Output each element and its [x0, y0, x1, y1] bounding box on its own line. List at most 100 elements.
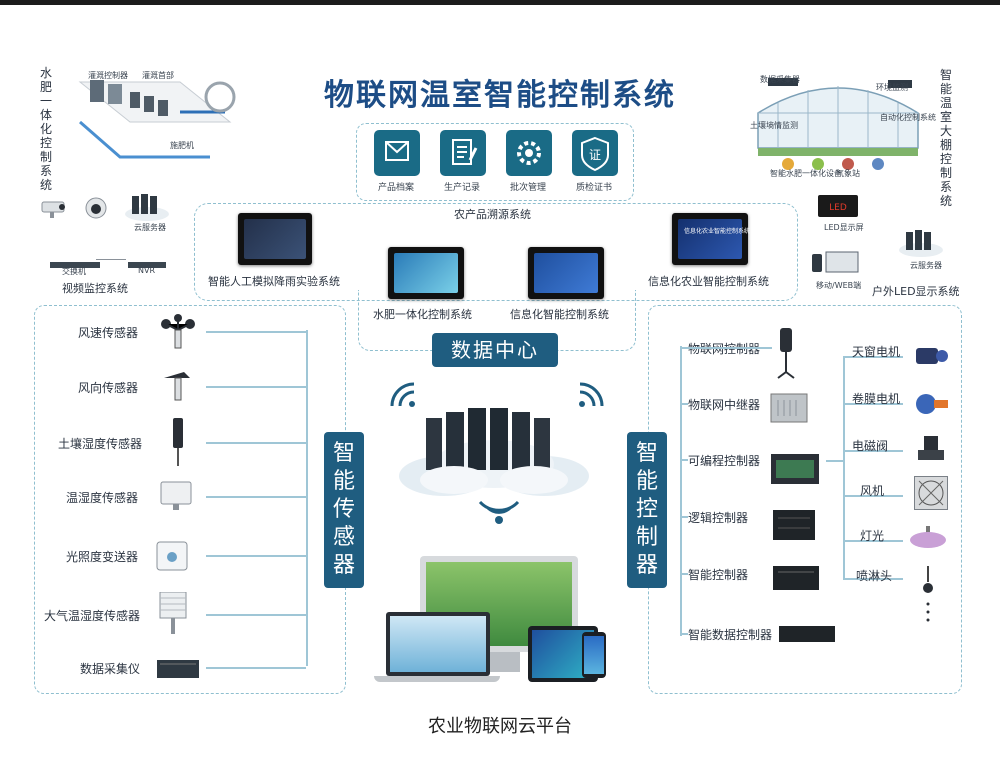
plc-icon: [770, 452, 822, 490]
mobile-web-icon: [812, 250, 862, 280]
info-agri-label: 信息化农业智能控制系统: [648, 275, 769, 288]
platform-label: 农业物联网云平台: [428, 716, 572, 737]
sensor-label-5: 光照度变送器: [66, 550, 139, 564]
info-smart-label: 信息化智能控制系统: [510, 308, 609, 321]
actuator-label-2: 卷膜电机: [852, 392, 901, 406]
gear-icon: [506, 130, 552, 176]
server-cluster-icon: [124, 192, 170, 226]
sensor-link-5: [206, 555, 306, 557]
controller-link-2: [680, 403, 688, 405]
sensor-label-4: 温湿度传感器: [66, 491, 139, 505]
actuator-link-6: [843, 578, 903, 580]
sensor-label-7: 数据采集仪: [80, 662, 141, 676]
water-fertilizer-diagram: [60, 62, 240, 172]
iot-relay-icon: [770, 392, 810, 428]
switch-icon: [50, 255, 100, 274]
top-border: [0, 0, 1000, 5]
laptop: [386, 612, 490, 676]
actuator-link-1: [843, 356, 903, 358]
surveillance-cloud-server-label: 云服务器: [134, 223, 166, 232]
led-system-label: 户外LED显示系统: [872, 285, 960, 298]
traceability-box: [356, 123, 634, 201]
wifi-left-icon: [384, 376, 424, 420]
led-screen-label: LED显示屏: [824, 223, 864, 232]
wifi-right-icon: [570, 376, 610, 420]
data-collector-icon: [156, 658, 200, 684]
water-label-1: 灌溉控制器: [88, 71, 128, 80]
svg-text:证: 证: [589, 148, 601, 162]
switch-label: 交换机: [62, 267, 86, 276]
right-vertical-title: 智能温室大棚控制系统: [939, 68, 952, 208]
sensor-link-6: [206, 614, 306, 616]
actuator-branch-link: [826, 460, 844, 462]
shield-certificate-icon: 证: [572, 130, 618, 176]
greenhouse-label-3: 数据采集器: [760, 75, 800, 84]
iot-controller-icon: [772, 328, 800, 384]
actuator-label-3: 电磁阀: [852, 439, 889, 453]
sensor-link-1: [206, 331, 306, 333]
laptop-base: [374, 676, 500, 682]
trace-item-label-1: 产品档案: [378, 183, 415, 193]
info-agri-screen: [672, 213, 748, 265]
left-vertical-title: 水肥一体化控制系统: [39, 66, 52, 192]
info-agri-screen-caption: 信息化农业智能控制系统: [684, 228, 751, 235]
wind-vane-icon: [160, 368, 196, 408]
controller-label-1: 物联网控制器: [688, 342, 761, 356]
nvr-icon: [128, 255, 166, 274]
signal-down-icon: [476, 494, 522, 538]
surveillance-system-label: 视频监控系统: [62, 282, 128, 295]
controller-link-3: [680, 459, 688, 461]
controller-label-2: 物联网中继器: [688, 398, 761, 412]
controller-label-3: 可编程控制器: [688, 454, 761, 468]
fan-icon: [914, 476, 948, 510]
archive-icon: [374, 130, 420, 176]
dome-camera-icon: [84, 196, 108, 224]
monitor-stand: [480, 652, 520, 672]
greenhouse-label-2: 气象站: [836, 169, 860, 178]
sensor-label-1: 风速传感器: [78, 326, 139, 340]
controller-link-1: [680, 347, 772, 349]
nvr-label: NVR: [138, 266, 156, 275]
sensor-trunk-line: [306, 330, 308, 666]
sensor-label-6: 大气温湿度传感器: [44, 609, 141, 623]
notepad-icon: [440, 130, 486, 176]
greenhouse-label-6: 自动化控制系统: [880, 113, 936, 122]
controller-label-4: 逻辑控制器: [688, 511, 749, 525]
controller-label-5: 智能控制器: [688, 568, 749, 582]
actuator-label-1: 天窗电机: [852, 345, 901, 359]
window-motor-icon: [912, 342, 952, 374]
trace-item-label-4: 质检证书: [576, 183, 613, 193]
led-cloud-server-label: 云服务器: [910, 261, 942, 270]
controller-link-6: [680, 633, 688, 635]
data-center-badge: 数据中心: [432, 333, 558, 367]
solenoid-valve-icon: [916, 434, 946, 468]
water-fert-label: 水肥一体化控制系统: [373, 308, 472, 321]
actuator-trunk-line: [843, 356, 845, 578]
water-fert-screen: [388, 247, 464, 299]
info-smart-screen: [528, 247, 604, 299]
film-motor-icon: [912, 390, 952, 422]
actuator-link-5: [843, 540, 903, 542]
water-label-2: 灌溉首部: [142, 71, 174, 80]
water-label-3: 施肥机: [170, 141, 194, 150]
page-title: 物联网温室智能控制系统: [324, 78, 676, 113]
logic-controller-icon: [772, 508, 818, 546]
systems-hub-box: [194, 203, 798, 301]
svg-text:LED: LED: [829, 203, 847, 213]
greenhouse-label-4: 环境监测: [876, 83, 908, 92]
traceability-system-label: 农产品溯源系统: [454, 208, 531, 221]
anemometer-icon: [158, 314, 198, 358]
sensor-link-4: [206, 496, 306, 498]
soil-probe-icon: [168, 418, 188, 472]
smart-controller-icon: [772, 564, 822, 596]
light-transmitter-icon: [156, 540, 190, 578]
controller-link-5: [680, 573, 688, 575]
sensors-title-badge: 智能传感器: [324, 432, 364, 588]
controller-trunk-line: [680, 346, 682, 636]
controller-label-6: 智能数据控制器: [688, 628, 773, 642]
sensor-link-7: [206, 667, 306, 669]
actuator-label-6: 喷淋头: [856, 569, 893, 583]
rain-system-label: 智能人工模拟降雨实验系统: [208, 275, 340, 288]
smart-data-controller-icon: [778, 624, 838, 648]
sensor-link-3: [206, 442, 306, 444]
